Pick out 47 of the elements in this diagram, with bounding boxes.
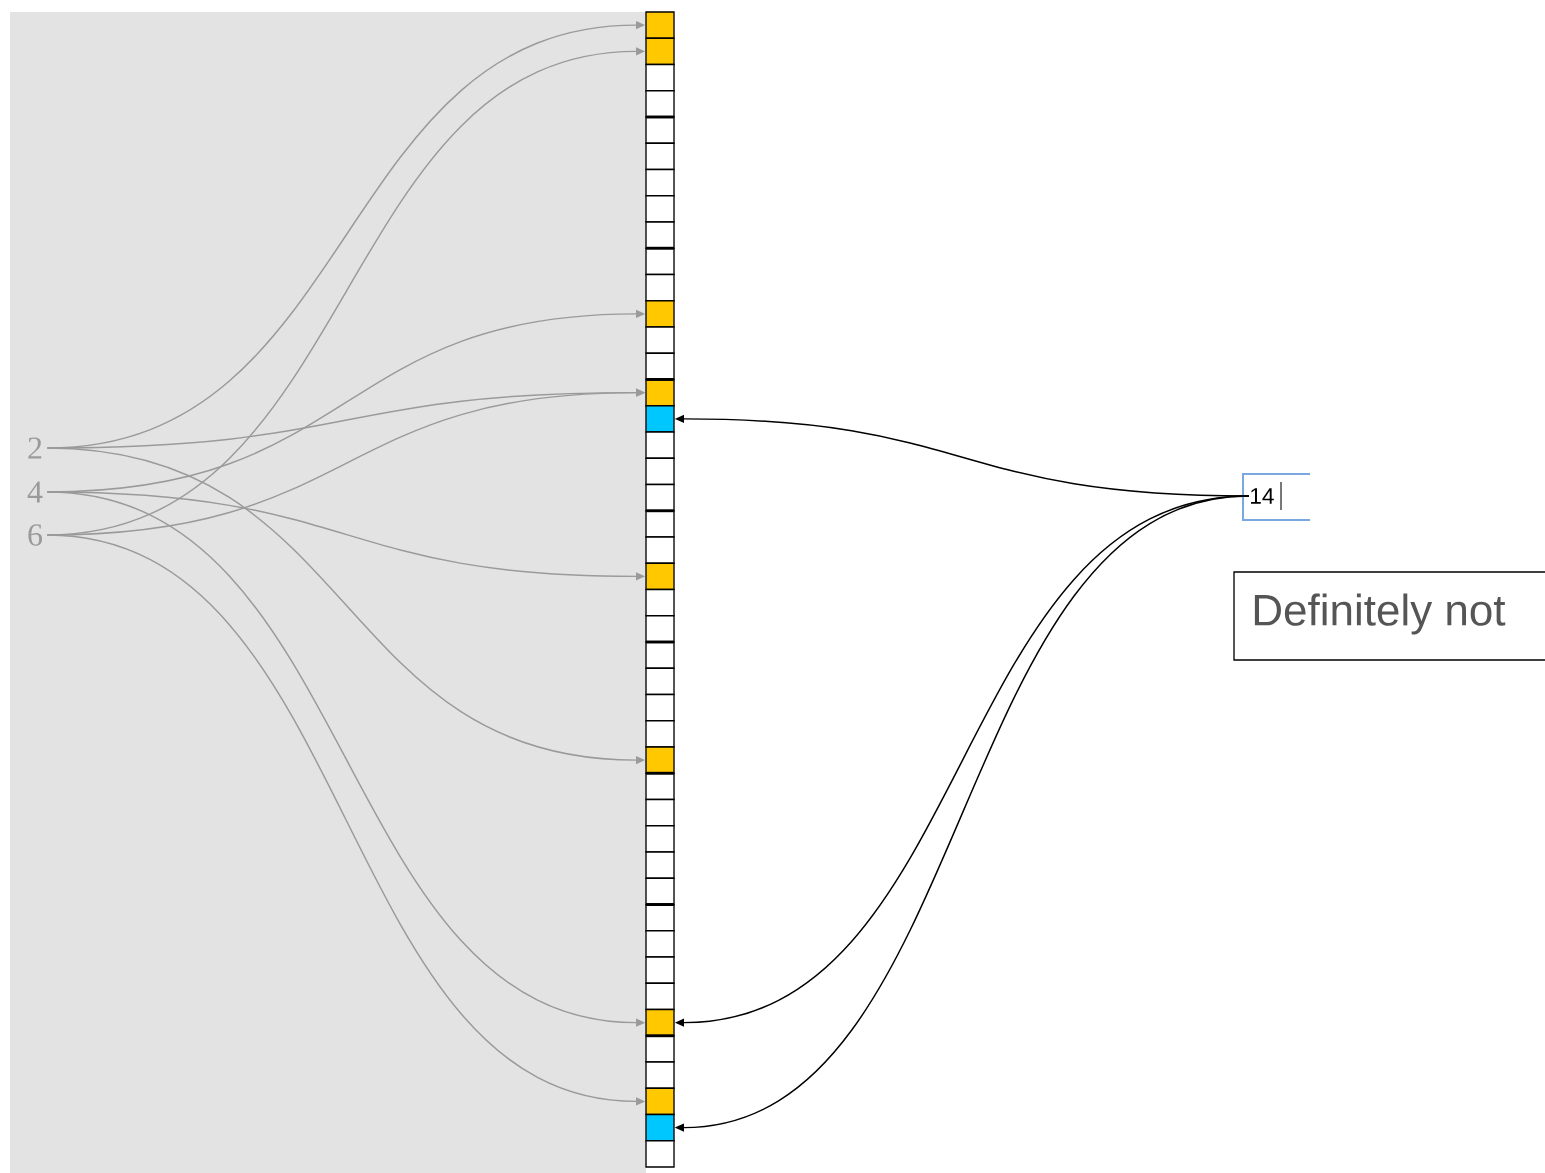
bit-cell (645, 168, 675, 197)
bit-cell (645, 37, 675, 66)
bit-cell (645, 116, 675, 144)
bit-cell (645, 930, 675, 958)
bit-cell (645, 352, 675, 381)
result-box: Definitely not (1233, 571, 1545, 661)
bit-cell (645, 405, 675, 433)
bit-cell (645, 903, 675, 932)
input-field: 14 (1242, 473, 1311, 521)
bit-cell (645, 615, 675, 643)
bit-cell (645, 825, 675, 853)
number-label: 4 (27, 481, 43, 503)
number-label: 2 (28, 437, 42, 459)
bit-cell (645, 221, 675, 249)
bit-cell (645, 11, 675, 39)
bit-cell (645, 378, 675, 407)
bit-cell (645, 746, 675, 774)
bit-cell (645, 247, 675, 276)
bit-cell (645, 772, 675, 801)
bit-cell (645, 483, 675, 512)
bit-cell (645, 956, 675, 984)
bit-cell (645, 851, 675, 879)
bit-cell (645, 90, 675, 118)
bit-cell (645, 326, 675, 354)
bit-cell (645, 273, 675, 302)
bit-cell (645, 720, 675, 748)
bit-cell (645, 63, 675, 92)
bit-cell (645, 1113, 675, 1142)
bit-cell (645, 1061, 675, 1089)
bit-cell (645, 300, 675, 328)
bit-cell (645, 982, 675, 1011)
number-label: 6 (28, 524, 43, 546)
bit-cell (645, 667, 675, 696)
bit-cell (645, 798, 675, 827)
bit-cell (645, 142, 675, 171)
bit-cell (645, 693, 675, 722)
bit-cell (645, 562, 675, 591)
bit-cell (645, 457, 675, 486)
bit-cell (645, 1087, 675, 1116)
bit-cell (645, 195, 675, 223)
bit-cell (645, 536, 675, 564)
bit-cell (645, 431, 675, 459)
bit-cell (645, 1008, 675, 1037)
bit-cell (645, 1140, 675, 1168)
bit-cell (645, 588, 675, 617)
bit-cell (645, 877, 675, 906)
bit-cell (645, 641, 675, 669)
